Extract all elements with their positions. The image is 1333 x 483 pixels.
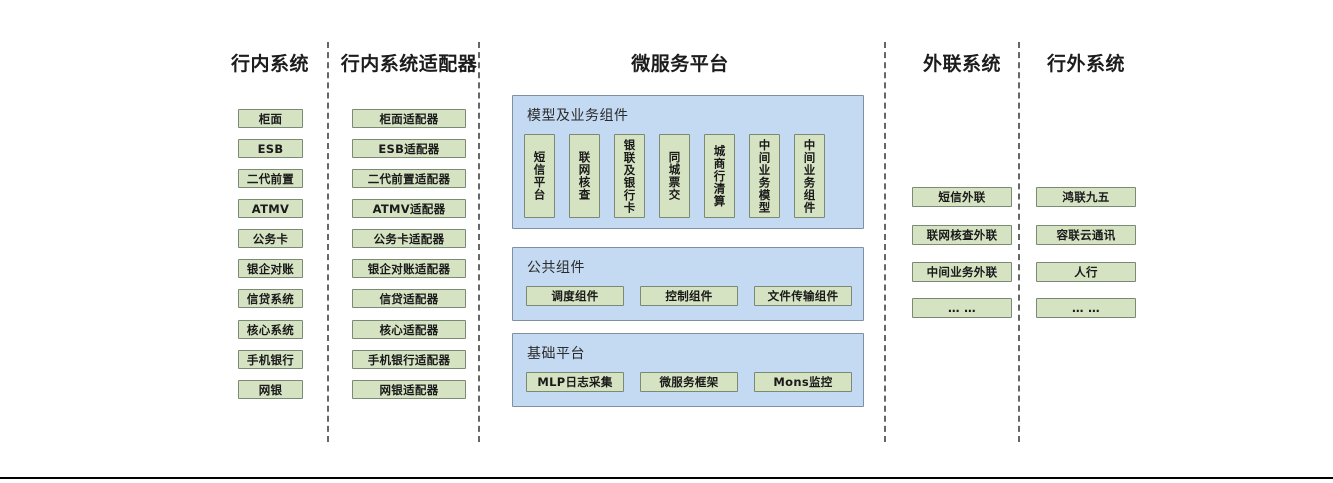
divider-1 [327,42,329,442]
divider-2 [478,42,480,442]
panel-label-base-platform: 基础平台 [527,346,585,362]
box-base-platform-1[interactable]: MLP日志采集 [526,372,624,392]
box-in-bank-system-10[interactable]: 网银 [238,380,303,399]
box-in-bank-system-9[interactable]: 手机银行 [238,350,303,369]
divider-4 [1018,42,1020,442]
bottom-divider-rule [0,477,1333,479]
box-model-component-1[interactable]: 短信平台 [524,134,555,218]
box-model-component-2[interactable]: 联网核查 [569,134,600,218]
box-external-link-2[interactable]: 联网核查外联 [912,225,1012,245]
box-in-bank-adapter-9[interactable]: 手机银行适配器 [352,350,466,369]
box-model-component-3[interactable]: 银联及银行卡 [614,134,645,218]
box-model-component-7[interactable]: 中间业务组件 [794,134,825,218]
box-in-bank-system-2[interactable]: ESB [238,139,303,158]
column-title-in-bank-system: 行内系统 [230,53,309,75]
box-out-bank-1[interactable]: 鸿联九五 [1036,187,1136,207]
box-external-link-1[interactable]: 短信外联 [912,187,1012,207]
panel-base-platform: 基础平台 [512,333,864,407]
box-out-bank-3[interactable]: 人行 [1036,262,1136,282]
box-in-bank-system-6[interactable]: 银企对账 [238,259,303,278]
box-in-bank-adapter-1[interactable]: 柜面适配器 [352,109,466,128]
box-out-bank-4[interactable]: … … [1036,298,1136,318]
box-public-component-1[interactable]: 调度组件 [526,286,624,306]
column-title-out-bank-system: 行外系统 [1046,53,1125,75]
column-title-external-link-system: 外联系统 [922,53,1001,75]
box-in-bank-system-8[interactable]: 核心系统 [238,320,303,339]
box-in-bank-system-3[interactable]: 二代前置 [238,169,303,188]
box-model-component-6[interactable]: 中间业务模型 [749,134,780,218]
box-public-component-2[interactable]: 控制组件 [640,286,738,306]
panel-label-model-business-components: 模型及业务组件 [527,108,629,124]
box-in-bank-adapter-3[interactable]: 二代前置适配器 [352,169,466,188]
box-in-bank-system-4[interactable]: ATMV [238,199,303,218]
box-in-bank-adapter-4[interactable]: ATMV适配器 [352,199,466,218]
box-base-platform-3[interactable]: Mons监控 [754,372,852,392]
divider-3 [884,42,886,442]
box-out-bank-2[interactable]: 容联云通讯 [1036,225,1136,245]
box-in-bank-system-1[interactable]: 柜面 [238,109,303,128]
box-external-link-3[interactable]: 中间业务外联 [912,262,1012,282]
box-in-bank-system-5[interactable]: 公务卡 [238,229,303,248]
box-in-bank-system-7[interactable]: 信贷系统 [238,289,303,308]
panel-public-components: 公共组件 [512,247,864,321]
box-in-bank-adapter-6[interactable]: 银企对账适配器 [352,259,466,278]
box-in-bank-adapter-10[interactable]: 网银适配器 [352,380,466,399]
column-title-microservice-platform: 微服务平台 [631,53,729,75]
box-in-bank-adapter-5[interactable]: 公务卡适配器 [352,229,466,248]
column-title-in-bank-adapter: 行内系统适配器 [340,53,478,75]
box-model-component-5[interactable]: 城商行清算 [704,134,735,218]
box-model-component-4[interactable]: 同城票交 [659,134,690,218]
box-external-link-4[interactable]: … … [912,298,1012,318]
box-base-platform-2[interactable]: 微服务框架 [640,372,738,392]
panel-label-public-components: 公共组件 [527,260,585,276]
box-public-component-3[interactable]: 文件传输组件 [754,286,852,306]
box-in-bank-adapter-8[interactable]: 核心适配器 [352,320,466,339]
box-in-bank-adapter-7[interactable]: 信贷适配器 [352,289,466,308]
box-in-bank-adapter-2[interactable]: ESB适配器 [352,139,466,158]
